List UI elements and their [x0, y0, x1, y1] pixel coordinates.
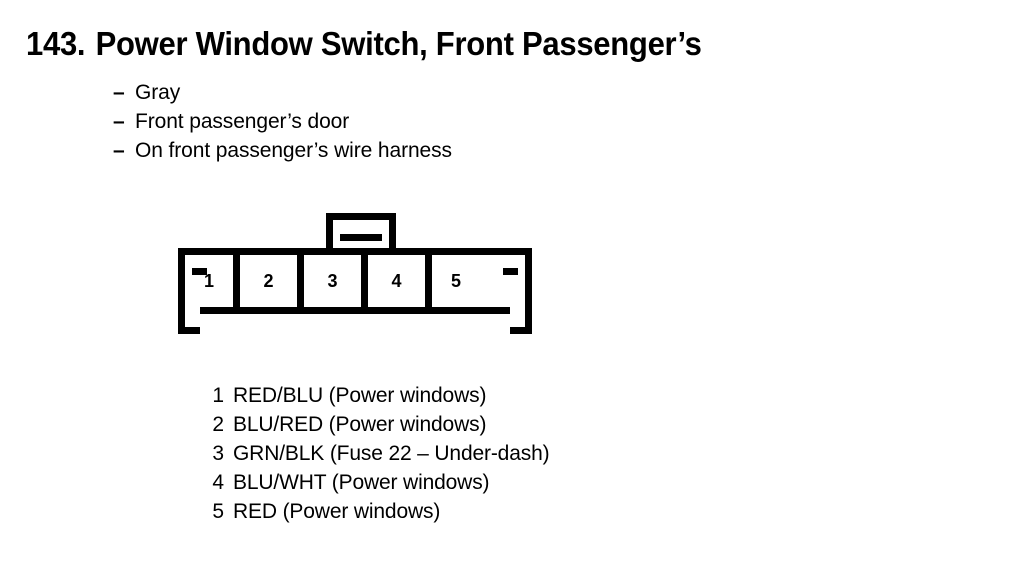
- connector-cavity-row: 1 2 3 4 5: [185, 255, 525, 307]
- connector-left-flange: [178, 268, 207, 334]
- latch-slot-bar: [340, 234, 382, 241]
- pin-description: RED/BLU (Power windows): [233, 384, 487, 407]
- page-title-number: 143.: [26, 25, 86, 62]
- cavity-3: 3: [304, 255, 368, 307]
- list-item: – On front passenger’s wire harness: [113, 136, 452, 165]
- dash-bullet-icon: –: [113, 110, 125, 133]
- cavity-number: 1: [203, 270, 214, 291]
- cavity-5: 5: [432, 255, 480, 307]
- list-item: 2 BLU/RED (Power windows): [207, 410, 549, 439]
- list-item: 1 RED/BLU (Power windows): [207, 381, 549, 410]
- cavity-number: 4: [391, 270, 402, 291]
- cavity-number: 2: [263, 270, 274, 291]
- cavity-2: 2: [240, 255, 304, 307]
- pin-description: BLU/RED (Power windows): [233, 413, 487, 436]
- pin-description: GRN/BLK (Fuse 22 – Under-dash): [233, 442, 550, 465]
- connector-latch-icon: [326, 213, 396, 251]
- pin-number: 3: [212, 442, 224, 465]
- connector-diagram: 1 2 3 4 5: [178, 213, 532, 334]
- list-item: 3 GRN/BLK (Fuse 22 – Under-dash): [207, 439, 549, 468]
- cavity-number: 5: [450, 270, 461, 291]
- dash-bullet-icon: –: [113, 139, 125, 162]
- flange-cap: [503, 268, 518, 275]
- flange-cap: [192, 268, 207, 275]
- page-title: 143.Power Window Switch, Front Passenger…: [26, 24, 702, 64]
- pin-description: BLU/WHT (Power windows): [233, 471, 490, 494]
- page-title-text: Power Window Switch, Front Passenger’s: [95, 25, 702, 62]
- connector-right-flange: [503, 268, 532, 334]
- pin-number: 2: [212, 413, 224, 436]
- list-item: 5 RED (Power windows): [207, 497, 549, 526]
- pin-number: 1: [212, 384, 224, 407]
- connector-bottom-rail: [200, 307, 510, 314]
- cavity-1: 1: [185, 255, 240, 307]
- connector-attributes-list: – Gray – Front passenger’s door – On fro…: [113, 78, 452, 165]
- cavity-4: 4: [368, 255, 432, 307]
- attribute-text: On front passenger’s wire harness: [135, 139, 452, 162]
- attribute-text: Gray: [135, 81, 181, 104]
- cavity-number: 3: [327, 270, 338, 291]
- pin-number: 4: [212, 471, 224, 494]
- dash-bullet-icon: –: [113, 81, 125, 104]
- list-item: – Gray: [113, 78, 452, 107]
- pin-assignment-list: 1 RED/BLU (Power windows) 2 BLU/RED (Pow…: [207, 381, 549, 526]
- attribute-text: Front passenger’s door: [135, 110, 350, 133]
- list-item: – Front passenger’s door: [113, 107, 452, 136]
- pin-description: RED (Power windows): [233, 500, 441, 523]
- pin-number: 5: [212, 500, 224, 523]
- list-item: 4 BLU/WHT (Power windows): [207, 468, 549, 497]
